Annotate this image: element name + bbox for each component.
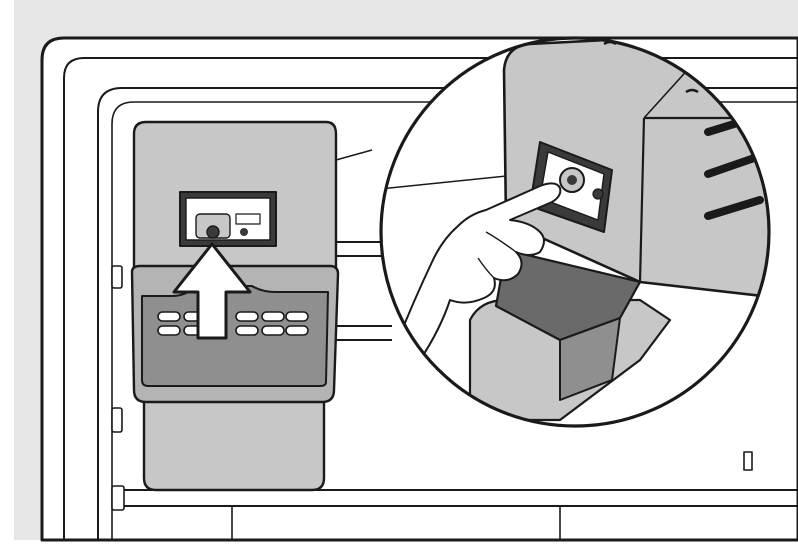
control-panel — [179, 191, 277, 247]
ice-maker-unit — [130, 120, 340, 492]
reset-button-icon — [206, 225, 220, 239]
hand-pressing-icon — [397, 182, 562, 361]
push-up-arrow-icon — [172, 242, 252, 340]
white-margin-left — [0, 0, 14, 552]
detail-control-panel — [529, 141, 613, 233]
white-margin-bottom — [0, 540, 798, 552]
